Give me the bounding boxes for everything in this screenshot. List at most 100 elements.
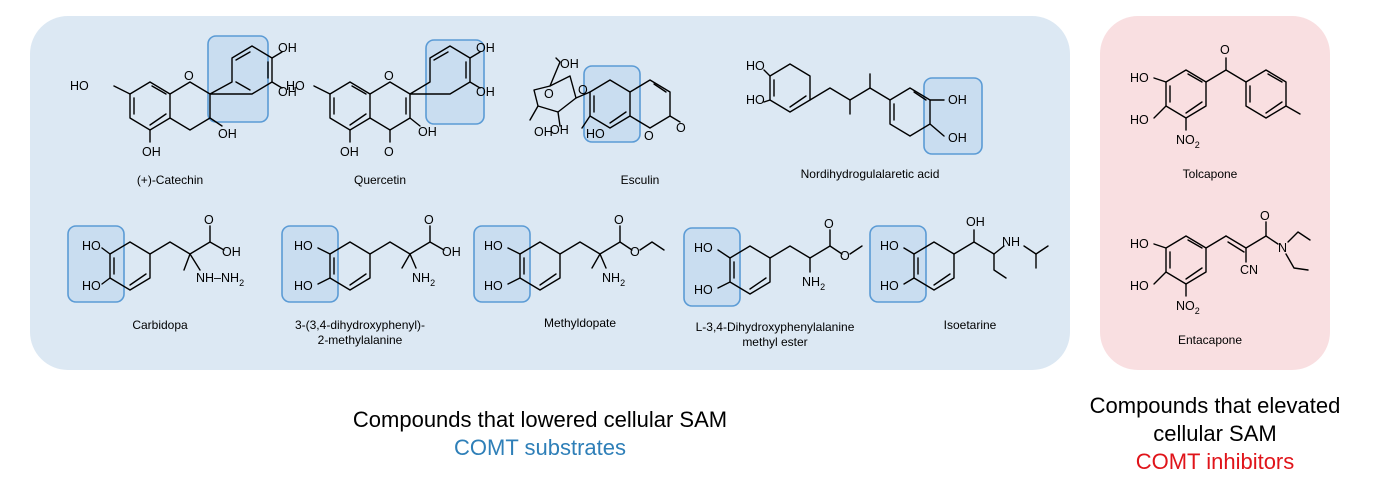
svg-text:O: O — [204, 213, 214, 227]
compound-name: Entacapone — [1177, 333, 1243, 347]
svg-text:OH: OH — [418, 125, 437, 139]
substrates-panel — [30, 16, 1070, 370]
catechol-highlight — [207, 35, 269, 123]
svg-text:O: O — [384, 145, 394, 159]
catechol-highlight — [281, 225, 339, 303]
svg-text:HO: HO — [294, 279, 313, 293]
svg-text:OH: OH — [476, 85, 495, 99]
svg-text:HO: HO — [1130, 113, 1149, 127]
svg-text:HO: HO — [694, 283, 713, 297]
compound-name: (+)-Catechin — [136, 173, 204, 187]
svg-text:O: O — [424, 213, 434, 227]
substrates-caption-title: Compounds that lowered cellular SAM — [352, 407, 728, 432]
svg-text:N: N — [1278, 241, 1287, 255]
compound-name-line: 2-methylalanine — [317, 333, 403, 347]
catechol-highlight — [923, 77, 983, 155]
svg-text:O: O — [1260, 209, 1270, 223]
svg-text:OH: OH — [218, 127, 237, 141]
svg-text:O: O — [840, 249, 850, 263]
compound-name: Carbidopa — [132, 318, 188, 332]
methylalanine-structure: HO HO O OH NH2 — [281, 213, 461, 303]
svg-text:HO: HO — [484, 279, 503, 293]
svg-text:O: O — [614, 213, 624, 227]
svg-text:O: O — [1220, 43, 1230, 57]
svg-text:HO: HO — [70, 79, 89, 93]
svg-text:OH: OH — [948, 93, 967, 107]
svg-text:HO: HO — [1130, 71, 1149, 85]
inhibitors-caption-line: Compounds that elevated — [1089, 393, 1341, 418]
catechol-highlight — [583, 65, 641, 143]
svg-text:OH: OH — [476, 41, 495, 55]
svg-text:NH2: NH2 — [602, 271, 625, 288]
methyldopate-structure: HO HO O O NH2 — [473, 213, 665, 303]
svg-text:NO2: NO2 — [1176, 299, 1200, 316]
entacapone-structure: HO HO NO2 CN O N — [1130, 209, 1311, 316]
ndga-structure: HO HO OH OH — [746, 59, 983, 155]
svg-text:HO: HO — [880, 279, 899, 293]
svg-text:OH: OH — [222, 245, 241, 259]
inhibitors-class-label: COMT inhibitors — [1135, 449, 1295, 474]
svg-text:O: O — [578, 83, 588, 97]
svg-text:O: O — [384, 69, 394, 83]
svg-text:O: O — [630, 245, 640, 259]
svg-text:HO: HO — [880, 239, 899, 253]
catechin-structure: O OH OH OH HO OH — [70, 35, 297, 159]
svg-text:HO: HO — [746, 93, 765, 107]
svg-text:NH: NH — [1002, 235, 1020, 249]
svg-text:CN: CN — [1240, 263, 1258, 277]
catechol-highlight — [683, 227, 741, 307]
compound-name-line: methyl ester — [742, 335, 808, 349]
ldopa-methyl-ester-structure: HO HO O O NH2 — [683, 217, 863, 307]
svg-text:OH: OH — [142, 145, 161, 159]
svg-text:O: O — [644, 129, 654, 143]
compound-name: Methyldopate — [543, 316, 617, 330]
substrates-caption: Compounds that lowered cellular SAM COMT… — [280, 406, 800, 462]
svg-text:O: O — [544, 87, 554, 101]
compound-name: Tolcapone — [1182, 167, 1238, 181]
svg-text:OH: OH — [966, 215, 985, 229]
svg-text:HO: HO — [746, 59, 765, 73]
svg-text:NH–NH2: NH–NH2 — [196, 271, 244, 288]
catechol-highlight — [67, 225, 125, 303]
compound-name: L-3,4-Dihydroxyphenylalanine methyl este… — [680, 320, 870, 350]
compound-name: Quercetin — [353, 173, 407, 187]
svg-text:OH: OH — [278, 85, 297, 99]
catechol-highlight — [869, 225, 927, 303]
svg-text:HO: HO — [586, 127, 605, 141]
svg-text:HO: HO — [82, 279, 101, 293]
svg-text:OH: OH — [560, 57, 579, 71]
compound-name: 3-(3,4-dihydroxyphenyl)- 2-methylalanine — [280, 318, 440, 348]
compound-name-line: 3-(3,4-dihydroxyphenyl)- — [294, 318, 426, 332]
esculin-structure: OH O OH OH O O O HO — [529, 57, 686, 143]
inhibitors-caption: Compounds that elevated cellular SAM COM… — [1060, 392, 1370, 476]
compound-name-line: L-3,4-Dihydroxyphenylalanine — [695, 320, 855, 334]
svg-text:HO: HO — [694, 241, 713, 255]
tolcapone-structure: HO HO NO2 O — [1130, 43, 1301, 150]
compound-name: Isoetarine — [943, 318, 997, 332]
svg-text:HO: HO — [1130, 237, 1149, 251]
svg-text:HO: HO — [1130, 279, 1149, 293]
svg-text:NH2: NH2 — [412, 271, 435, 288]
svg-text:OH: OH — [340, 145, 359, 159]
svg-text:OH: OH — [948, 131, 967, 145]
inhibitors-caption-line: cellular SAM — [1153, 421, 1277, 446]
compound-name: Esculin — [620, 173, 660, 187]
svg-text:O: O — [824, 217, 834, 231]
svg-text:OH: OH — [534, 125, 553, 139]
compound-name: Nordihydrogulalaretic acid — [800, 167, 940, 181]
svg-text:OH: OH — [550, 123, 569, 137]
svg-text:OH: OH — [442, 245, 461, 259]
svg-text:NO2: NO2 — [1176, 133, 1200, 150]
inhibitors-panel — [1100, 16, 1330, 370]
carbidopa-structure: HO HO O OH NH–NH2 — [67, 213, 244, 303]
svg-text:OH: OH — [278, 41, 297, 55]
svg-text:HO: HO — [286, 79, 305, 93]
svg-text:O: O — [676, 121, 686, 135]
isoetarine-structure: HO HO OH NH — [869, 215, 1049, 303]
quercetin-structure: O OH OH OH O HO OH — [286, 39, 495, 159]
svg-text:O: O — [184, 69, 194, 83]
svg-text:NH2: NH2 — [802, 275, 825, 292]
svg-text:HO: HO — [484, 239, 503, 253]
catechol-highlight — [473, 225, 531, 303]
svg-text:HO: HO — [294, 239, 313, 253]
